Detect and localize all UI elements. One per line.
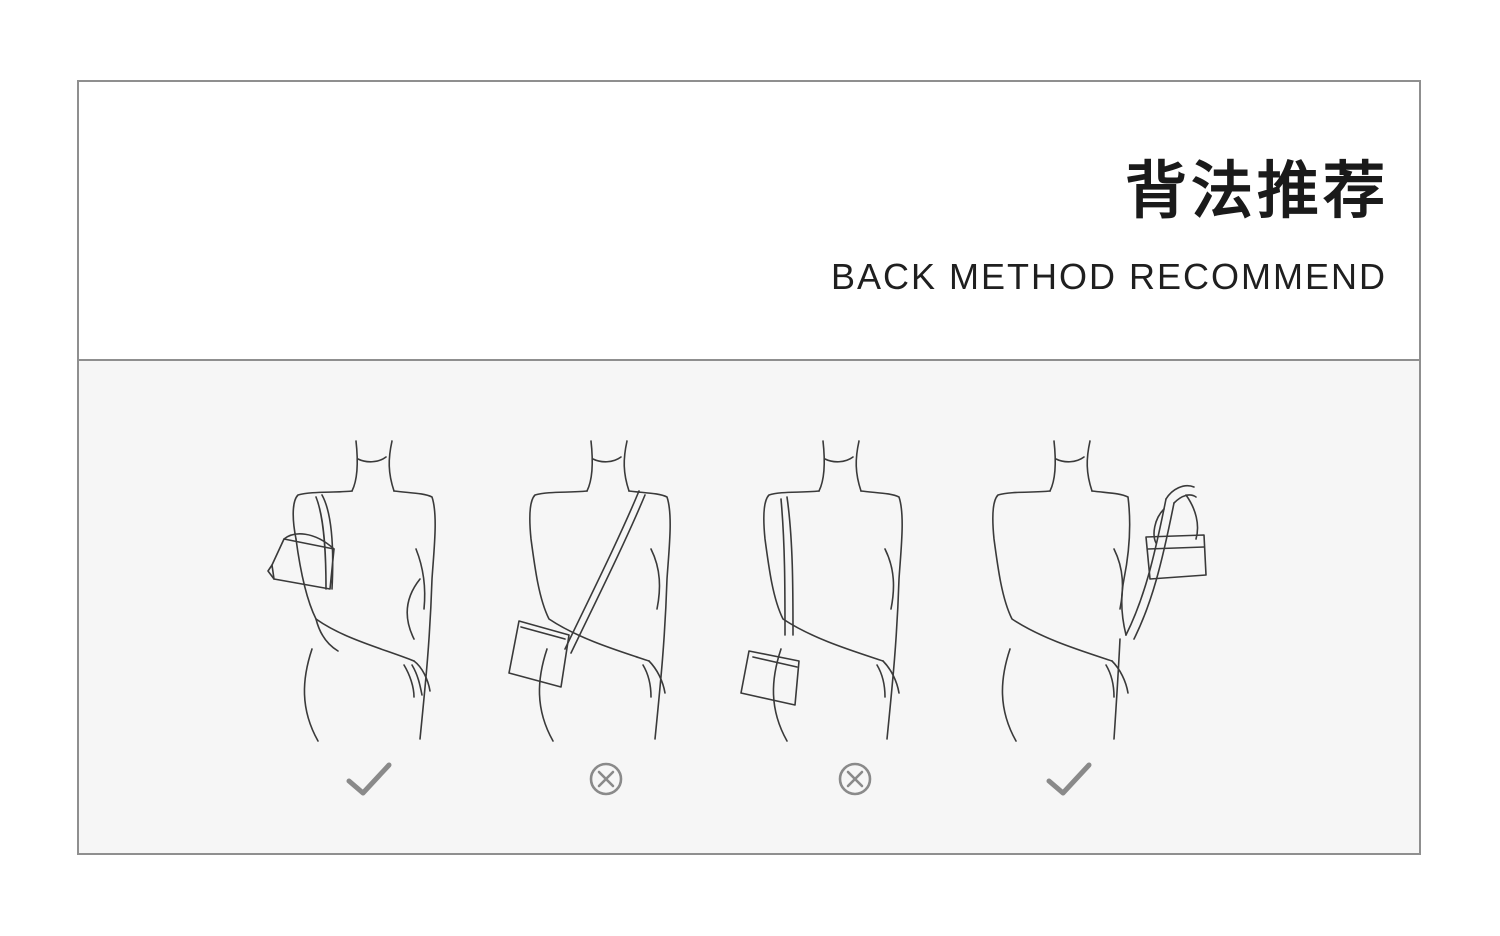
figure-hand-carry: [974, 439, 1214, 749]
illustration-panel: [79, 361, 1419, 853]
figure-crossbody: [499, 439, 739, 749]
page-subtitle: BACK METHOD RECOMMEND: [830, 256, 1387, 297]
cross-circle-icon: [582, 759, 630, 799]
check-icon: [345, 759, 393, 799]
cross-circle-icon: [831, 759, 879, 799]
figure-shoulder-carry: [254, 439, 494, 749]
page-title: 背法推荐: [1124, 154, 1389, 227]
card-header: 背法推荐 BACK METHOD RECOMMEND: [79, 82, 1419, 361]
recommendation-card: 背法推荐 BACK METHOD RECOMMEND: [77, 80, 1421, 855]
figure-shoulder-long-strap: [731, 439, 971, 749]
check-icon: [1045, 759, 1093, 799]
